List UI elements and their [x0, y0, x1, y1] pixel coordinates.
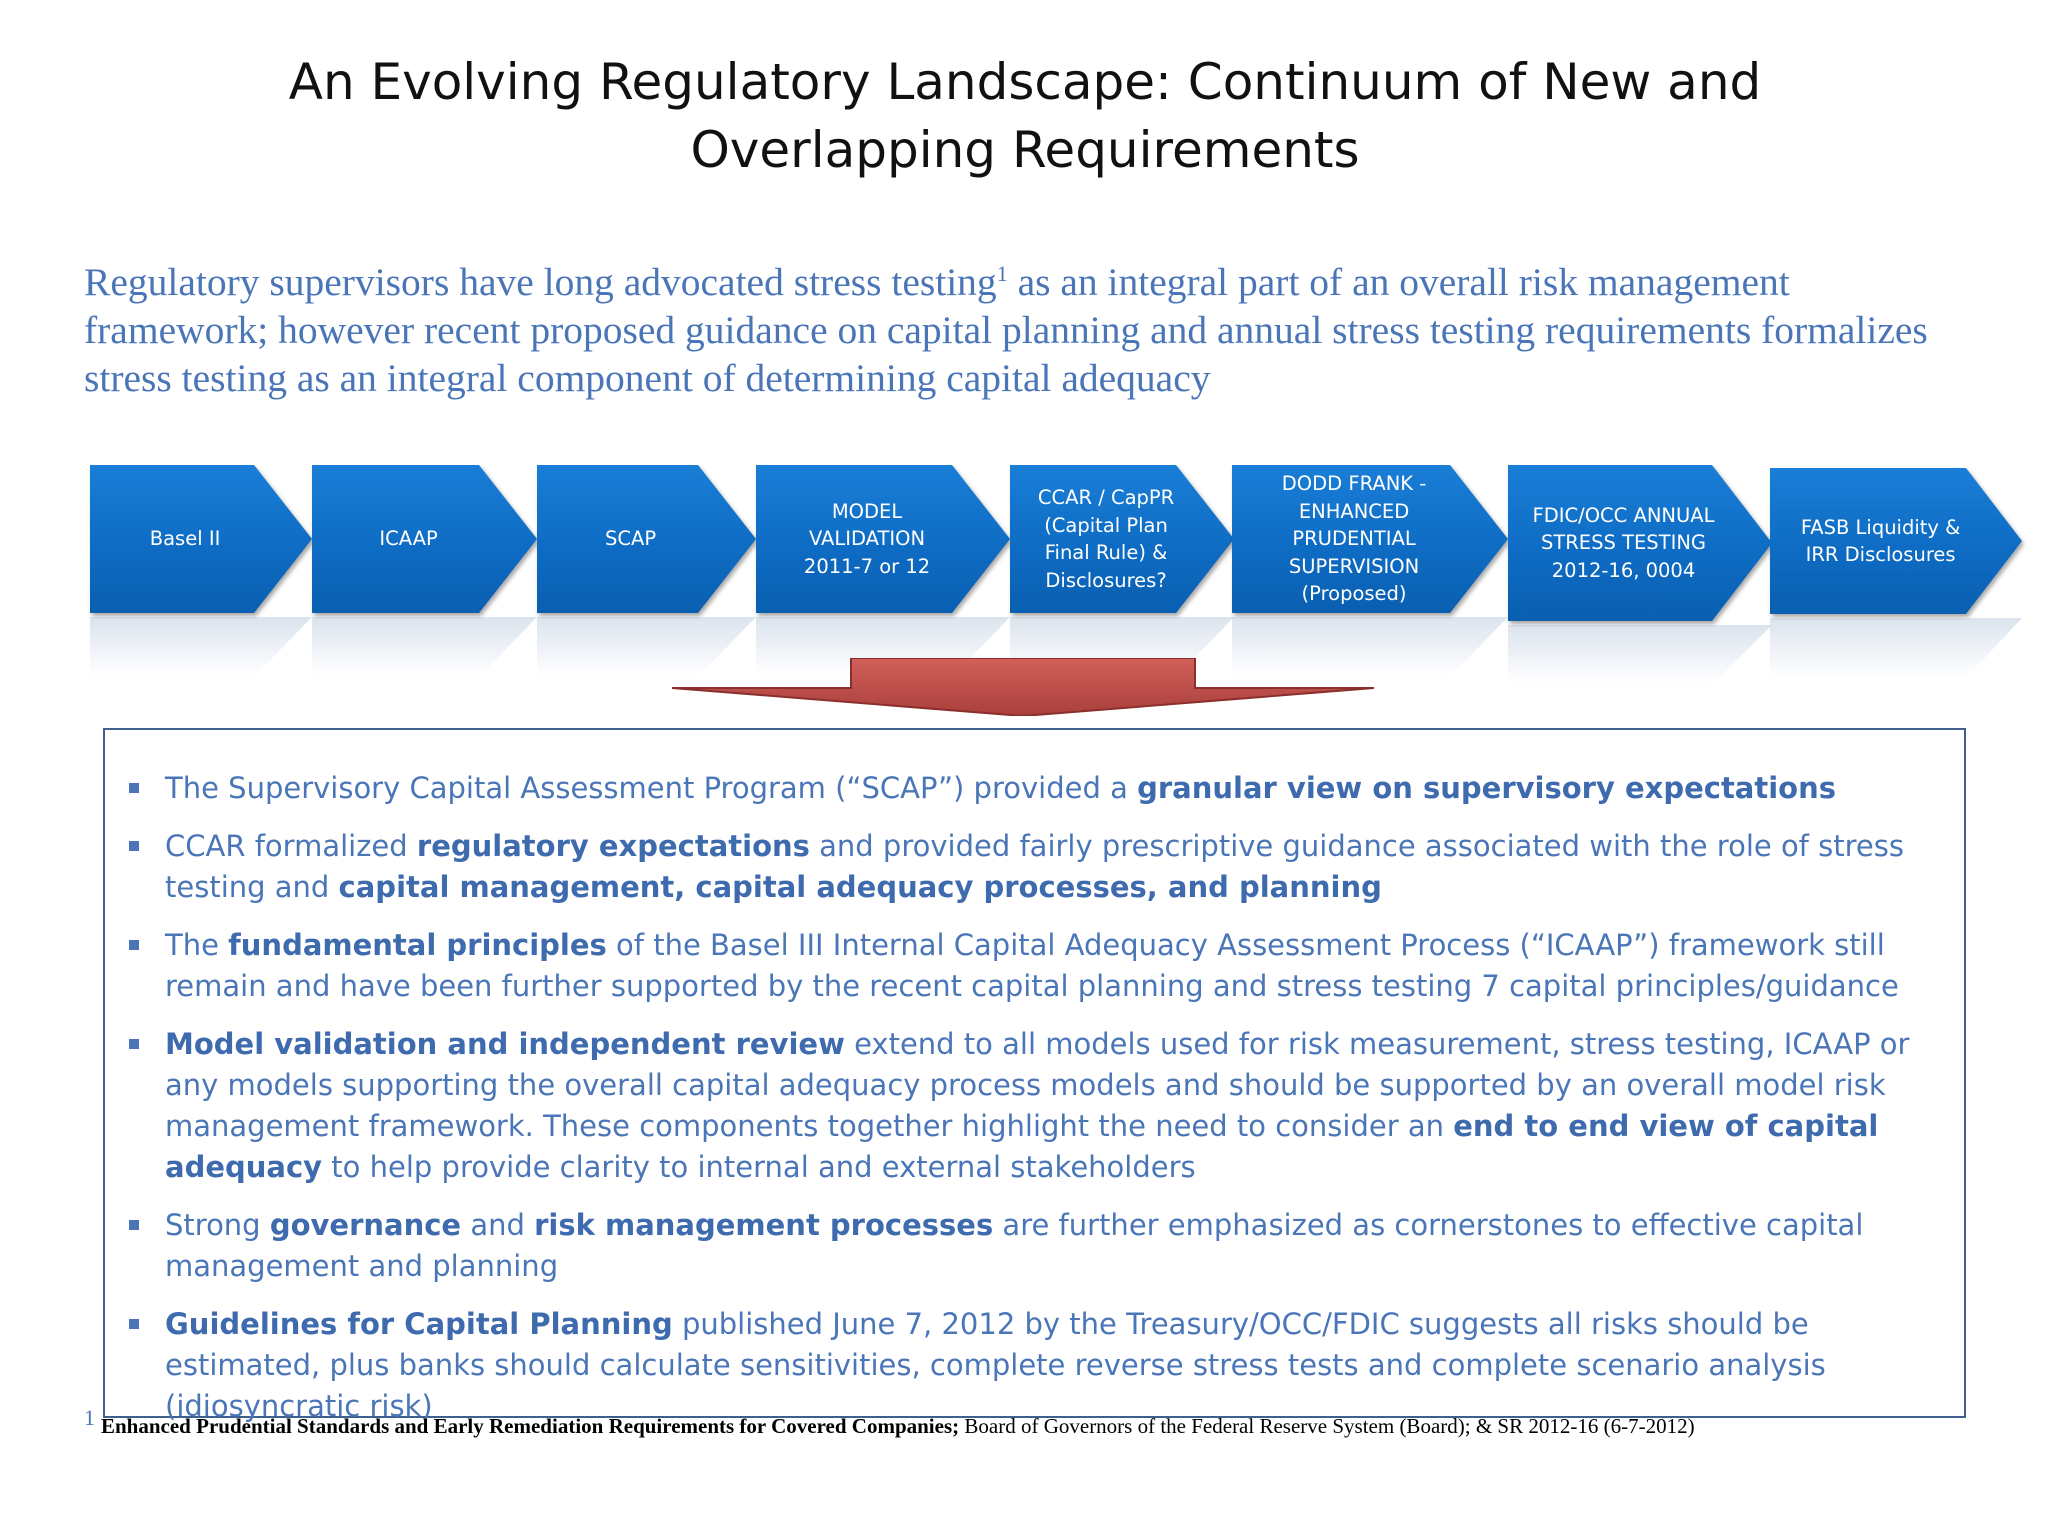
bullet-square-icon [129, 1319, 139, 1329]
step-reflection [90, 617, 312, 677]
key-point-emphasis: risk management processes [534, 1208, 994, 1242]
process-step-label: SCAP [605, 527, 657, 551]
bullet-square-icon [129, 1039, 139, 1049]
footnote-text: Board of Governors of the Federal Reserv… [959, 1414, 1695, 1438]
chevron-shape [1232, 465, 1508, 613]
key-point-text: The Supervisory Capital Assessment Progr… [165, 771, 1138, 805]
bullet-square-icon [129, 1220, 139, 1230]
key-point-text: of the Basel III Internal Capital Adequa… [165, 928, 1899, 1003]
key-point-4: Model validation and independent review … [105, 1024, 1964, 1188]
step-reflection [1770, 618, 2022, 678]
key-point-text: and provided fairly prescriptive guidanc… [165, 829, 1904, 904]
process-step-4: MODEL VALIDATION 2011-7 or 12 [756, 465, 1010, 613]
slide-title: An Evolving Regulatory Landscape: Contin… [288, 53, 1762, 179]
chevron-shape [1770, 468, 2022, 614]
down-arrow [672, 658, 1374, 716]
key-point-text: extend to all models used for risk measu… [165, 1027, 1910, 1143]
chevron-shape [1508, 465, 1772, 621]
process-step-3: SCAP [537, 465, 756, 613]
key-point-emphasis: capital management, capital adequacy pro… [338, 870, 1382, 904]
key-point-text: and [461, 1208, 535, 1242]
key-point-text: Strong [165, 1208, 270, 1242]
process-step-label: FDIC/OCC ANNUAL STRESS TESTING 2012-16, … [1532, 503, 1715, 582]
chevron-shape [756, 465, 1010, 613]
process-step-label: ICAAP [379, 527, 438, 551]
key-point-5: Strong governance and risk management pr… [105, 1205, 1964, 1287]
key-points-box: The Supervisory Capital Assessment Progr… [103, 728, 1966, 1423]
step-reflection [312, 617, 537, 677]
key-point-text: CCAR formalized [165, 829, 417, 863]
key-point-emphasis: granular view on supervisory expectation… [1137, 771, 1837, 805]
key-point-emphasis: regulatory expectations [416, 829, 810, 863]
process-step-label: CCAR / CapPR (Capital Plan Final Rule) &… [1037, 486, 1175, 592]
key-point-2: CCAR formalized regulatory expectations … [105, 826, 1964, 908]
process-step-label: DODD FRANK - ENHANCED PRUDENTIAL SUPERVI… [1281, 472, 1427, 606]
footnote-bold: Enhanced Prudential Standards and Early … [101, 1414, 960, 1438]
key-point-emphasis: Model validation and independent review [165, 1027, 845, 1061]
key-point-text: are further emphasized as cornerstones t… [165, 1208, 1864, 1283]
intro-text: Regulatory supervisors have long advocat… [84, 258, 1964, 402]
key-point-3: The fundamental principles of the Basel … [105, 925, 1964, 1007]
process-step-6: DODD FRANK - ENHANCED PRUDENTIAL SUPERVI… [1232, 465, 1508, 613]
process-step-label: Basel II [149, 527, 221, 551]
key-point-emphasis: Guidelines for Capital Planning [165, 1307, 673, 1341]
bullet-square-icon [129, 940, 139, 950]
key-points-list: The Supervisory Capital Assessment Progr… [105, 768, 1964, 1444]
process-step-label: MODEL VALIDATION 2011-7 or 12 [803, 499, 931, 578]
intro-text-part1: Regulatory supervisors have long advocat… [84, 260, 997, 304]
process-step-7: FDIC/OCC ANNUAL STRESS TESTING 2012-16, … [1508, 465, 1772, 621]
key-point-emphasis: end to end view of capital adequacy [165, 1109, 1879, 1184]
bullet-square-icon [129, 841, 139, 851]
key-point-text: published June 7, 2012 by the Treasury/O… [165, 1307, 1826, 1423]
key-point-6: Guidelines for Capital Planning publishe… [105, 1304, 1964, 1427]
footnote-ref: 1 [996, 260, 1008, 286]
bullet-square-icon [129, 783, 139, 793]
process-step-label: FASB Liquidity & IRR Disclosures [1800, 515, 1961, 567]
key-point-emphasis: governance [269, 1208, 462, 1242]
process-step-2: ICAAP [312, 465, 537, 613]
process-step-5: CCAR / CapPR (Capital Plan Final Rule) &… [1010, 465, 1234, 613]
key-point-text: to help provide clarity to internal and … [322, 1150, 1196, 1184]
process-step-1: Basel II [90, 465, 312, 613]
step-reflection [1508, 625, 1772, 685]
process-flow: Basel II ICAAP SCAP MODEL VALIDATION 2011-7… [0, 455, 2048, 695]
intro-text-part2: as an integral part of an overall risk m… [84, 260, 1928, 400]
key-point-emphasis: fundamental principles [228, 928, 607, 962]
key-point-text: The [165, 928, 229, 962]
key-point-1: The Supervisory Capital Assessment Progr… [105, 768, 1964, 809]
footnote-number: 1 [84, 1405, 95, 1430]
process-step-8: FASB Liquidity & IRR Disclosures [1770, 468, 2022, 614]
